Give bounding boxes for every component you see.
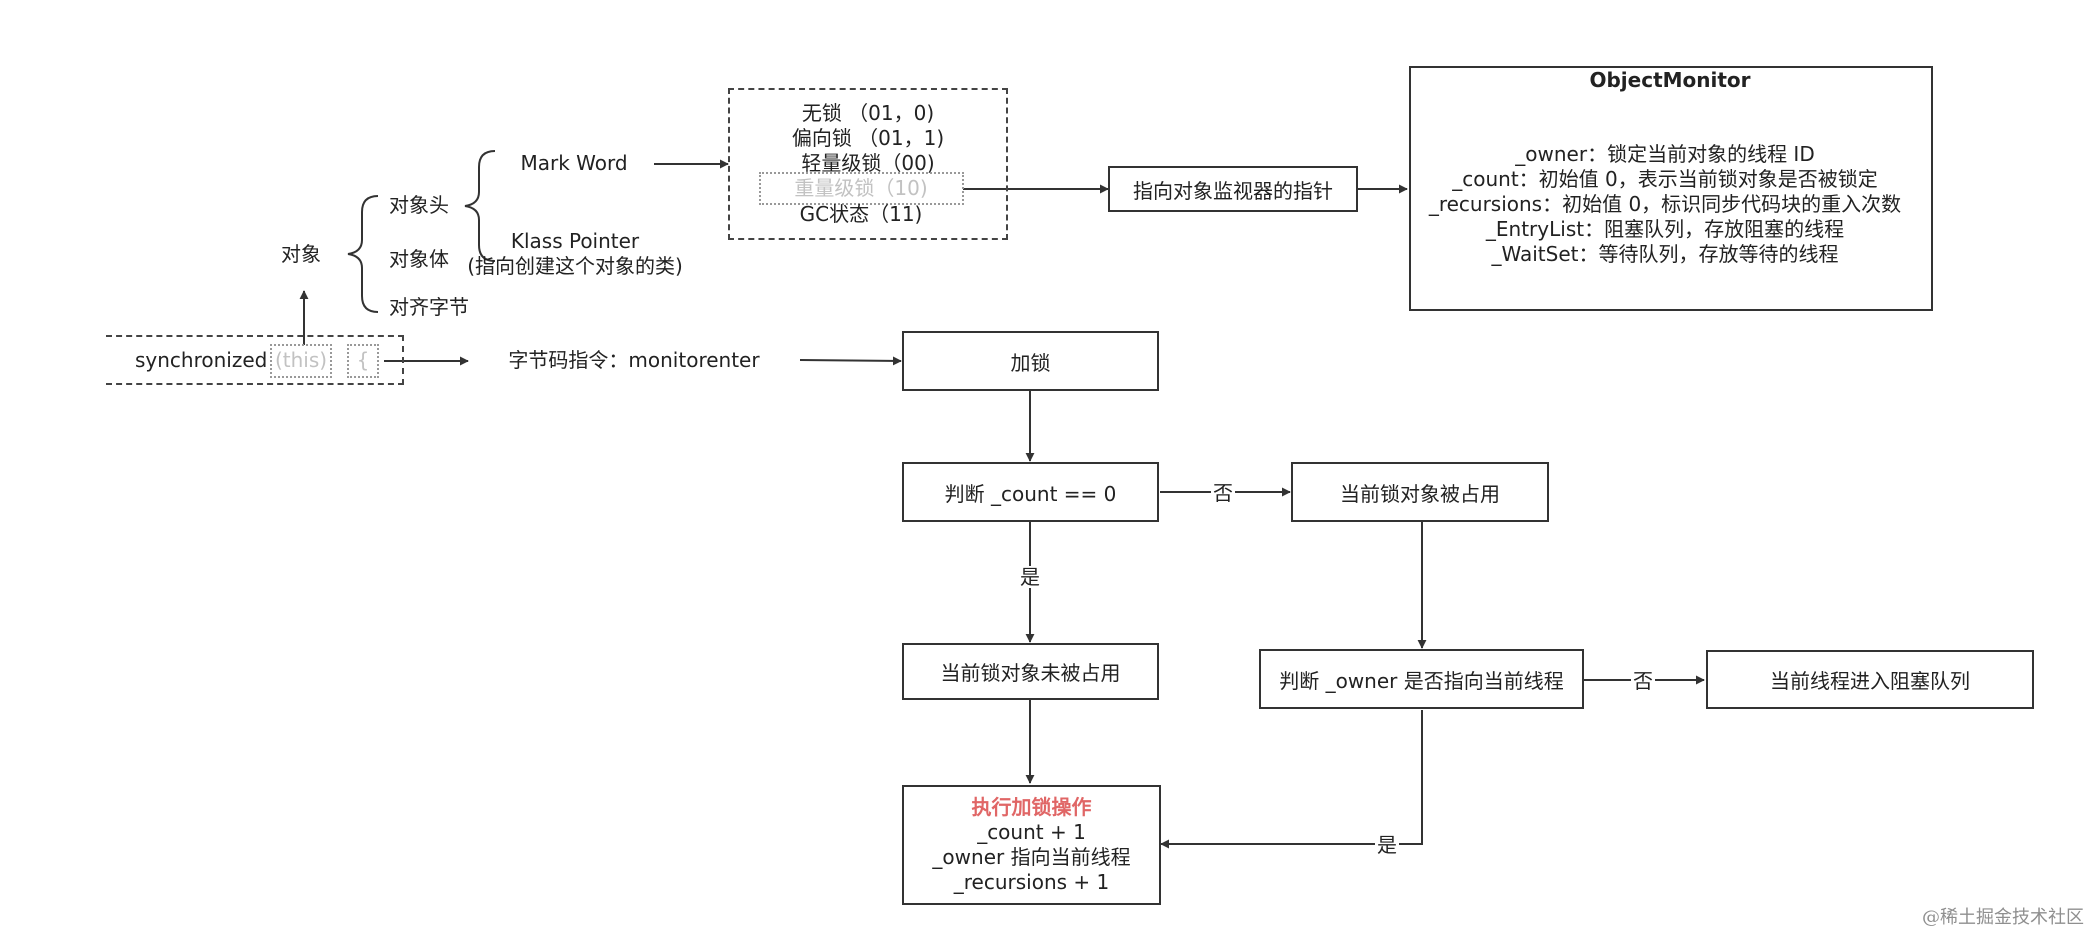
enter-queue-box: 当前线程进入阻塞队列 xyxy=(1706,650,2034,709)
edge-label-yes-2: 是 xyxy=(1375,833,1399,857)
brace-object xyxy=(347,195,379,313)
exec-lock-box: 执行加锁操作 _count + 1 _owner 指向当前线程 _recursi… xyxy=(902,785,1161,905)
object-padding-label: 对齐字节 xyxy=(389,295,469,319)
lock-state-4: GC状态（11) xyxy=(799,202,923,226)
sync-brace: { xyxy=(356,348,370,372)
exec-line-count: _count + 1 xyxy=(977,820,1086,844)
monitor-pointer-box: 指向对象监视器的指针 xyxy=(1108,166,1358,212)
object-monitor-box xyxy=(1409,66,1933,311)
object-label: 对象 xyxy=(281,242,321,266)
monitor-field-recursions: _recursions：初始值 0，标识同步代码块的重入次数 xyxy=(1428,192,1902,216)
mark-word-label: Mark Word xyxy=(520,151,628,175)
lock-box: 加锁 xyxy=(902,331,1159,391)
monitor-field-entrylist: _EntryList：阻塞队列，存放阻塞的线程 xyxy=(1485,217,1845,241)
monitor-field-count: _count：初始值 0，表示当前锁对象是否被锁定 xyxy=(1452,167,1878,191)
bytecode-label: 字节码指令：monitorenter xyxy=(508,348,760,372)
exec-line-owner: _owner 指向当前线程 xyxy=(932,845,1131,869)
object-header-label: 对象头 xyxy=(389,193,449,217)
arrow-bytecode-to-lock xyxy=(799,356,902,366)
monitor-field-waitset: _WaitSet：等待队列，存放等待的线程 xyxy=(1491,242,1839,266)
klass-pointer-label: Klass Pointer xyxy=(510,229,640,253)
exec-line-recursions: _recursions + 1 xyxy=(953,870,1110,894)
check-count-label: 判断 _count == 0 xyxy=(944,481,1117,506)
lock-state-3: 重量级锁（10) xyxy=(794,176,928,200)
edge-label-no-2: 否 xyxy=(1631,669,1655,693)
lock-state-1: 偏向锁 （01，1) xyxy=(791,126,945,150)
check-owner-box: 判断 _owner 是否指向当前线程 xyxy=(1259,649,1584,709)
sync-this: (this) xyxy=(274,348,328,372)
edge-label-no-1: 否 xyxy=(1211,481,1235,505)
enter-queue-label: 当前线程进入阻塞队列 xyxy=(1770,669,1970,693)
lock-state-2: 轻量级锁（00) xyxy=(801,151,935,175)
monitor-field-owner: _owner：锁定当前对象的线程 ID xyxy=(1515,142,1815,166)
check-count-box: 判断 _count == 0 xyxy=(902,462,1159,522)
watermark: @稀土掘金技术社区 xyxy=(1922,907,2084,928)
occupied-label: 当前锁对象被占用 xyxy=(1340,481,1500,506)
occupied-box: 当前锁对象被占用 xyxy=(1291,462,1549,522)
arrow-owner-to-exec xyxy=(1160,710,1423,849)
monitor-pointer-label: 指向对象监视器的指针 xyxy=(1133,178,1333,203)
brace-header xyxy=(464,150,496,262)
sync-this-highlight xyxy=(270,344,332,378)
heavyweight-highlight xyxy=(759,172,964,205)
sync-brace-highlight xyxy=(347,344,379,378)
object-monitor-title: ObjectMonitor xyxy=(1589,68,1751,92)
lock-states-box xyxy=(728,88,1008,240)
lock-state-0: 无锁 （01，0) xyxy=(801,101,935,125)
check-owner-label: 判断 _owner 是否指向当前线程 xyxy=(1279,668,1564,693)
exec-lock-title: 执行加锁操作 xyxy=(971,795,1092,819)
edge-label-yes-1: 是 xyxy=(1018,565,1042,589)
object-body-label: 对象体 xyxy=(389,247,449,271)
not-occupied-label: 当前锁对象未被占用 xyxy=(940,661,1121,685)
sync-keyword: synchronized xyxy=(135,348,268,372)
sync-statement-box xyxy=(106,335,404,385)
klass-pointer-note: (指向创建这个对象的类) xyxy=(467,254,683,278)
lock-label: 加锁 xyxy=(1010,350,1051,375)
not-occupied-box: 当前锁对象未被占用 xyxy=(902,643,1159,700)
